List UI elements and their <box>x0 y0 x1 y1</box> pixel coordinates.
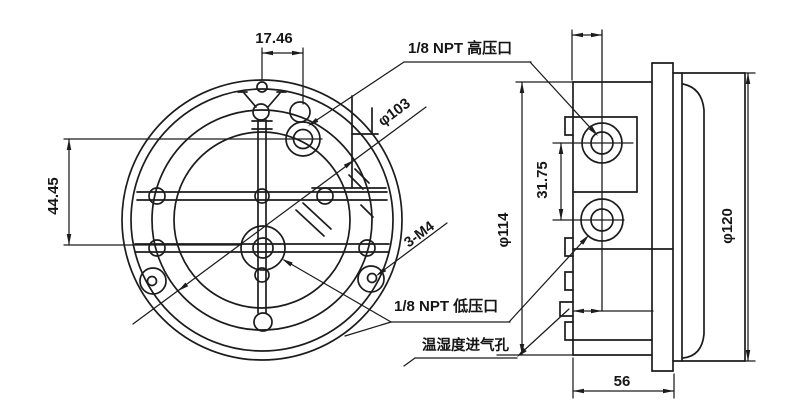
center-horizontal-channel <box>134 239 390 257</box>
flange-inner-rim <box>130 88 394 352</box>
diagonal-channel <box>295 202 332 237</box>
dim-body-diameter-label: φ114 <box>495 212 512 248</box>
dim-offset-y-label: 44.45 <box>45 177 62 215</box>
leader-high-pressure <box>309 61 597 135</box>
leader-thread-holes <box>377 222 448 276</box>
flange-rear-view <box>121 79 403 361</box>
dim-56 <box>572 357 675 399</box>
top-mounting-ear <box>237 81 287 121</box>
dim-phi120 <box>744 72 756 362</box>
high-pressure-label: 1/8 NPT 高压口 <box>408 39 512 57</box>
flange-disc-edge <box>651 62 674 372</box>
vent-tab <box>559 301 574 317</box>
side-view <box>559 29 746 372</box>
vertical-channel <box>251 119 273 332</box>
dim-port-spacing-label: 31.75 <box>534 161 551 199</box>
dome-profile <box>682 83 705 359</box>
leader-vent <box>403 308 570 367</box>
dim-top-small <box>571 29 603 81</box>
high-pressure-hole <box>285 101 321 157</box>
dim-offset-x-label: 17.46 <box>255 30 293 47</box>
top-ball <box>252 103 270 121</box>
arrowheads <box>66 32 751 394</box>
dim-bezel-diameter-label: φ120 <box>719 208 736 244</box>
bottom-ball <box>253 312 273 332</box>
port-frame <box>311 95 387 218</box>
dim-31-75 <box>552 142 634 221</box>
low-pressure-hole <box>240 225 286 271</box>
back-housing <box>572 81 674 356</box>
upper-horizontal-channel <box>136 187 388 205</box>
thread-holes-label: 3-M4 <box>402 219 438 252</box>
left-mounting-ear <box>139 267 167 295</box>
dim-17-46 <box>261 47 304 105</box>
dim-44-45 <box>63 138 323 246</box>
right-mounting-ear <box>357 265 385 293</box>
small-hole-above-port <box>289 101 311 123</box>
bolt-circle-label: φ103 <box>375 95 414 130</box>
inner-body-circle <box>173 131 351 309</box>
dim-depth-label: 56 <box>614 373 631 390</box>
bezel-cover <box>672 72 746 362</box>
vent-label: 温湿度进气孔 <box>422 336 509 354</box>
flange-outer-rim <box>121 79 403 361</box>
annotation-text: 17.46 44.45 1/8 NPT 高压口 φ103 3-M4 1/8 NP… <box>45 30 736 390</box>
low-pressure-label: 1/8 NPT 低压口 <box>394 297 498 315</box>
bolt-circle <box>151 109 373 331</box>
dim-phi114 <box>496 81 574 356</box>
